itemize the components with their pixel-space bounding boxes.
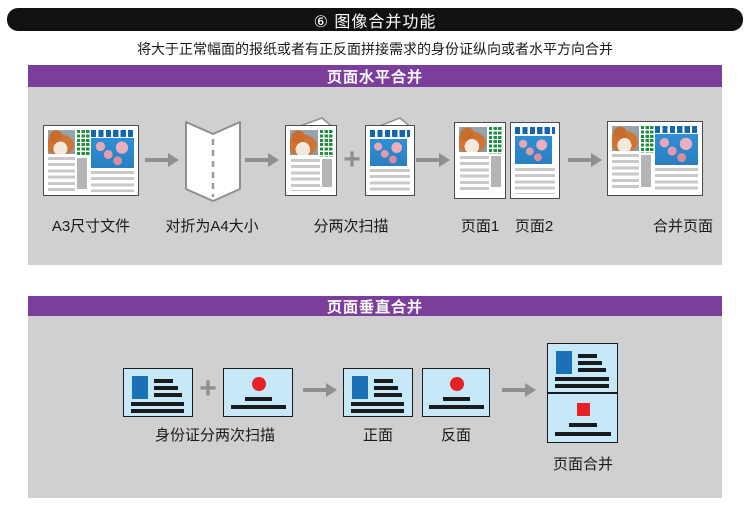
green-table-graphic (320, 130, 333, 157)
column-bar-graphic (77, 158, 87, 189)
id-text-line (231, 405, 286, 409)
id-text-line (569, 422, 597, 427)
label-page-merge: 页面合并 (552, 456, 613, 473)
merged-page-image (607, 121, 703, 196)
id-photo-graphic (556, 351, 572, 374)
id-text-line (131, 402, 184, 406)
id-text-line (578, 354, 597, 358)
flower-photo (515, 136, 552, 164)
text-lines-graphic (370, 169, 410, 192)
id-photo-graphic (352, 376, 368, 399)
red-seal-graphic (577, 402, 590, 416)
text-lines-graphic (291, 159, 320, 191)
label-merged-page: 合并页面 (652, 218, 713, 235)
cat-photo (612, 126, 639, 151)
merged-back-half (547, 392, 618, 443)
id-text-line (154, 379, 173, 383)
plus-icon: + (199, 372, 217, 405)
id-text-line (578, 368, 606, 372)
arrow-right-icon (303, 383, 337, 397)
id-text-line (131, 409, 184, 413)
scan-page2-image (365, 117, 415, 196)
section-horizontal-merge: 页面水平合并 + (28, 65, 722, 265)
blue-squares-graphic (515, 127, 555, 134)
arrow-right-icon (568, 153, 602, 167)
blue-squares-graphic (91, 130, 134, 137)
folded-sheet-icon (185, 121, 241, 202)
id-text-line (578, 361, 602, 365)
label-a3-document: A3尺寸文件 (51, 218, 131, 235)
id-text-line (443, 397, 470, 401)
page1-image (454, 122, 506, 199)
label-back: 反面 (440, 427, 471, 444)
green-table-graphic (641, 126, 654, 153)
id-text-line (245, 397, 272, 401)
column-bar-graphic (641, 155, 651, 187)
column-bar-graphic (491, 156, 501, 187)
id-text-line (429, 405, 484, 409)
id-card-back-image (223, 368, 293, 417)
label-front: 正面 (362, 427, 393, 444)
merged-front-half (547, 343, 618, 393)
text-lines-graphic (48, 157, 75, 191)
green-table-graphic (489, 127, 502, 154)
page2-image (510, 122, 560, 199)
id-text-line (154, 386, 178, 390)
label-fold-a4: 对折为A4大小 (165, 218, 259, 235)
flower-photo (91, 138, 134, 168)
id-text-line (154, 393, 182, 397)
blue-squares-graphic (370, 130, 410, 137)
scan-page1-image (285, 117, 337, 196)
id-text-line (374, 386, 398, 390)
section-vertical-header: 页面垂直合并 (28, 296, 722, 316)
id-text-line (374, 379, 393, 383)
text-lines-graphic (91, 171, 134, 192)
id-card-front-image (123, 368, 193, 417)
back-page-image (422, 368, 490, 417)
section-vertical-title: 页面垂直合并 (326, 298, 423, 316)
label-page2: 页面2 (514, 218, 554, 235)
arrow-right-icon (416, 153, 450, 167)
page-title: ⑥ 图像合并功能 (313, 13, 437, 31)
id-text-line (351, 402, 404, 406)
text-lines-graphic (460, 156, 489, 192)
flower-photo (655, 134, 698, 165)
blue-squares-graphic (655, 126, 698, 133)
id-text-line (374, 393, 402, 397)
section-vertical-merge: 页面垂直合并 + (28, 296, 722, 498)
id-text-line (351, 409, 404, 413)
label-two-scans: 分两次扫描 (313, 218, 389, 235)
title-banner: ⑥ 图像合并功能 (7, 8, 743, 31)
section-horizontal-header: 页面水平合并 (28, 65, 722, 87)
arrow-right-icon (245, 153, 279, 167)
flower-photo (370, 139, 407, 166)
a3-document-image (43, 125, 139, 196)
id-text-line (555, 384, 609, 388)
arrow-right-icon (145, 153, 179, 167)
id-photo-graphic (132, 376, 148, 399)
green-table-graphic (77, 130, 90, 156)
red-seal-graphic (450, 377, 464, 391)
cat-photo (48, 130, 75, 154)
label-id-two-scans: 身份证分两次扫描 (154, 427, 275, 444)
plus-icon: + (343, 143, 361, 176)
red-seal-graphic (252, 377, 266, 391)
column-bar-graphic (322, 159, 332, 187)
id-text-line (555, 377, 609, 381)
front-page-image (343, 368, 413, 417)
subtitle: 将大于正常幅面的报纸或者有正反面拼接需求的身份证纵向或者水平方向合并 (137, 41, 613, 57)
label-page1: 页面1 (460, 218, 500, 235)
cat-photo (459, 127, 487, 152)
text-lines-graphic (655, 168, 698, 191)
text-lines-graphic (612, 154, 639, 190)
id-text-line (555, 431, 611, 436)
section-horizontal-title: 页面水平合并 (326, 68, 423, 86)
cat-photo (290, 130, 318, 155)
arrow-right-icon (502, 383, 536, 397)
text-lines-graphic (515, 168, 555, 194)
